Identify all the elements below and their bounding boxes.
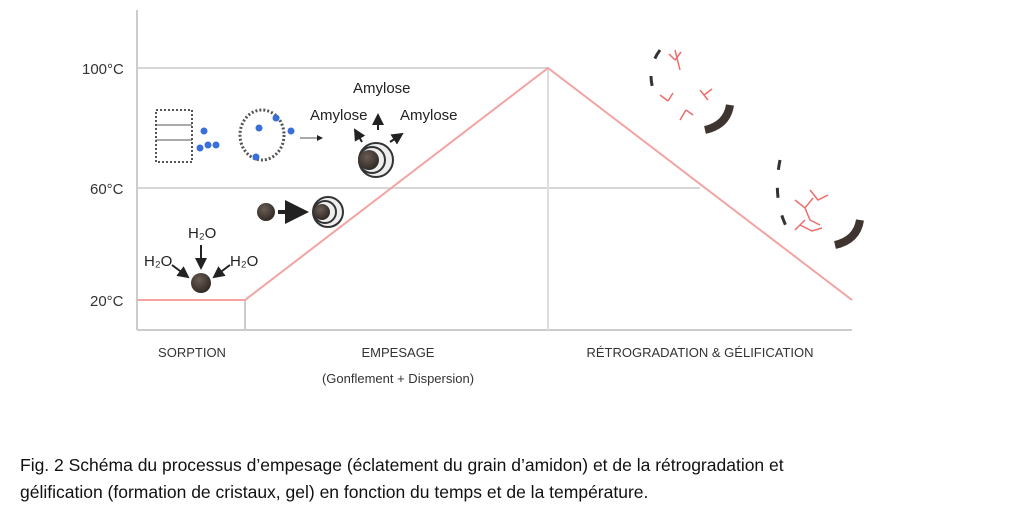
amylose-label: Amylose [353,80,411,97]
temperature-curve [137,66,853,301]
swelling-grain-icon [257,196,344,228]
phase-empesage-sub: (Gonflement + Dispersion) [322,371,474,386]
figure-caption: Fig. 2 Schéma du processus d’empesage (é… [20,452,784,506]
sorption-grain-icon [171,245,231,293]
phase-sorption: SORPTION [158,345,226,360]
amylose-label: Amylose [310,107,368,124]
amylose-label: Amylose [400,107,458,124]
water-label: H₂O [144,253,172,270]
tick-label: 60°C [90,181,124,198]
tick-label: 100°C [82,61,124,78]
tick-label: 20°C [90,293,124,310]
gel-grain-icon [775,159,864,249]
phase-empesage: EMPESAGE [362,345,435,360]
retrograded-grain-icon [649,49,734,134]
burst-grain-icon [353,113,404,178]
phase-retrogradation: RÉTROGRADATION & GÉLIFICATION [586,345,813,360]
process-diagram: 100°C 60°C 20°C SORPTION EMPESAGE (Gonfl… [82,10,864,386]
starch-structure-icon [155,108,323,163]
caption-line: Fig. 2 Schéma du processus d’empesage (é… [20,455,784,475]
water-label: H₂O [188,225,216,242]
water-label: H₂O [230,253,258,270]
caption-line: gélification (formation de cristaux, gel… [20,482,649,502]
